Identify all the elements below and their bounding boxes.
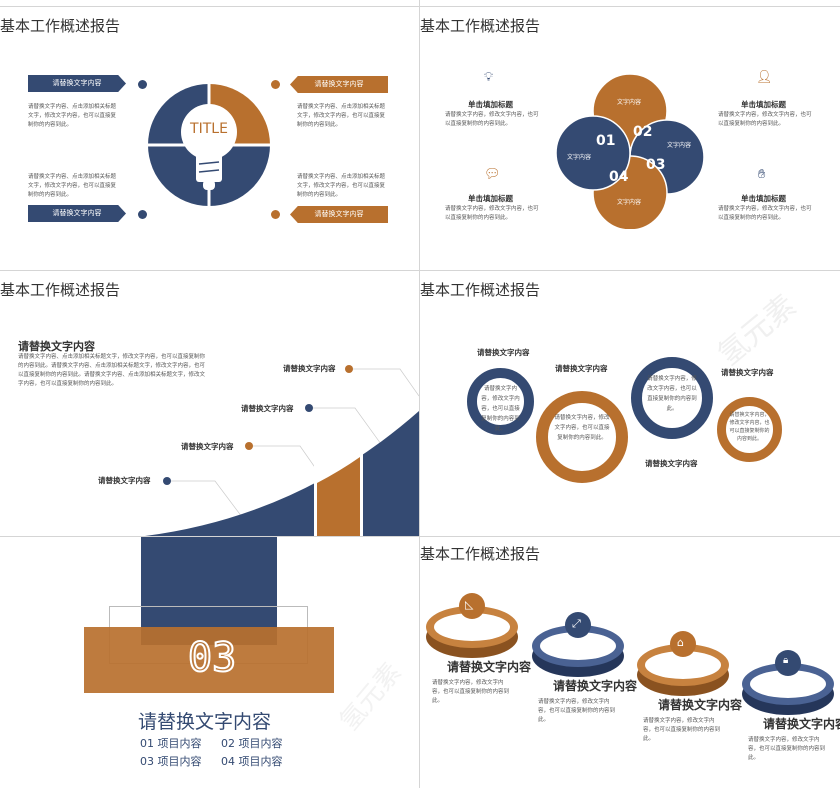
dot (163, 477, 171, 485)
petal-number: 03 (646, 157, 666, 173)
slide-6[interactable]: 基本工作概述报告 ◺ ⤢ ⌂ 🔒︎ 请替换文字内容 请替换文字内容 请替换文字内… (420, 537, 840, 788)
item[interactable]: 04 项目内容 (221, 755, 283, 768)
dot (245, 442, 253, 450)
rings-graphic (426, 593, 834, 715)
banner: 请替换文字内容 (290, 206, 388, 223)
item-title: 单击填加标题 (741, 194, 786, 203)
step-title: 请替换文字内容 (658, 698, 743, 712)
paragraph: 请替换文字内容，修改文字内容，也可以直接复制你的内容到此。 (748, 737, 826, 761)
item-title: 单击填加标题 (468, 100, 513, 109)
dot (138, 210, 147, 219)
slide-2[interactable]: 基本工作概述报告 💡︎ 👤︎ 💬︎ ✋︎ 单击填加标题 单击填加标题 单击填加标… (420, 7, 840, 270)
slide-title: 基本工作概述报告 (0, 281, 121, 299)
center-title: TITLE (190, 121, 228, 137)
paragraph: 请替换文字内容、点击添加相关标题文字，修改文字内容，也可以直接复制你的内容到此。 (297, 174, 386, 198)
slide-1[interactable]: 基本工作概述报告 请替换文字内容 请替换文字内容 请替换文字内容 请替换文字内容… (0, 7, 419, 270)
divider (0, 6, 840, 7)
label: 请替换文字内容 (283, 364, 336, 373)
ruler-triangle-icon: ◺ (465, 598, 474, 611)
item-title: 单击填加标题 (741, 100, 786, 109)
four-petal-graphic (555, 73, 705, 229)
paragraph: 请替换文字内容、点击添加相关标题文字，修改文字内容，也可以直接复制你的内容到此。 (297, 104, 386, 128)
user-add-icon: 👤︎ (756, 70, 773, 85)
orange-block (84, 627, 334, 693)
lock-icon: 🔒︎ (783, 655, 789, 666)
paragraph: 请替换文字内容、点击添加相关标题文字，修改文字内容，也可以直接复制你的内容到此。 (28, 104, 117, 128)
heading: 请替换文字内容 (18, 340, 95, 353)
lightbulb-icon: 💡︎ (484, 70, 494, 85)
petal-label: 文字内容 (567, 154, 592, 161)
section-number: 03 (187, 634, 237, 682)
paragraph: 请替换文字内容，修改文字内容，也可以直接复制你的内容到此。 (538, 699, 616, 723)
paragraph: 请替换文字内容，修改文字内容，也可以直接复制你的内容到此。 (718, 112, 812, 127)
petal-number: 04 (609, 169, 629, 185)
ring: 请替换文字内容，修改文字内容，也可以直接复制你的内容到此。 (631, 357, 713, 439)
divider (0, 270, 840, 271)
slide-title: 基本工作概述报告 (0, 17, 121, 35)
label: 请替换文字内容 (721, 368, 774, 377)
label: 请替换文字内容 (98, 476, 151, 485)
paragraph: 请替换文字内容，修改文字内容，也可以直接复制你的内容到此。 (718, 206, 812, 221)
slide-title: 基本工作概述报告 (420, 281, 541, 299)
dot (345, 365, 353, 373)
item[interactable]: 02 项目内容 (221, 737, 283, 750)
paragraph: 请替换文字内容、点击添加相关标题文字，修改文字内容，也可以直接复制你的内容到此。 (28, 174, 117, 198)
slide-4[interactable]: 基本工作概述报告 氢元素 请替换文字内容 请替换文字内容 请替换文字内容 请替换… (420, 271, 840, 536)
item[interactable]: 03 项目内容 (140, 755, 202, 768)
chat-bubble-icon: 💬︎ (484, 167, 501, 182)
step-title: 请替换文字内容 (553, 679, 638, 693)
paragraph: 请替换文字内容，修改文字内容，也可以直接复制你的内容到此。 (445, 206, 539, 221)
label: 请替换文字内容 (477, 348, 530, 357)
label: 请替换文字内容 (181, 442, 234, 451)
petal-label: 文字内容 (667, 142, 692, 149)
label: 请替换文字内容 (645, 459, 698, 468)
step-title: 请替换文字内容 (763, 717, 840, 731)
petal-label: 文字内容 (617, 199, 642, 206)
expand-icon: ⤢ (572, 617, 581, 630)
ring: 请替换文字内容，修改文字内容，也可以直接复制你的内容到此。 (467, 368, 534, 435)
slide-title: 基本工作概述报告 (420, 545, 541, 563)
banner: 请替换文字内容 (28, 75, 126, 92)
petal-number: 01 (596, 133, 616, 149)
watermark: 氢元素 (334, 657, 408, 737)
dot (305, 404, 313, 412)
ring: 请替换文字内容，修改文字内容，也可以直接复制你的内容到此。 (536, 391, 628, 483)
step-title: 请替换文字内容 (447, 660, 532, 674)
divider (419, 0, 420, 788)
dot (138, 80, 147, 89)
dot (271, 210, 280, 219)
item[interactable]: 01 项目内容 (140, 737, 202, 750)
slide-3[interactable]: 基本工作概述报告 请替换文字内容 请替换文字内容、点击添加相关标题文字，修改文字… (0, 271, 419, 536)
petal-label: 文字内容 (617, 99, 642, 106)
watermark: 氢元素 (711, 288, 803, 374)
divider (0, 536, 840, 537)
item-title: 单击填加标题 (468, 194, 513, 203)
label: 请替换文字内容 (241, 404, 294, 413)
paragraph: 请替换文字内容，修改文字内容，也可以直接复制你的内容到此。 (445, 112, 539, 127)
paragraph: 请替换文字内容、点击添加相关标题文字，修改文字内容，也可以直接复制你的内容到此。… (18, 354, 206, 387)
banner: 请替换文字内容 (28, 205, 126, 222)
label: 请替换文字内容 (555, 364, 608, 373)
paragraph: 请替换文字内容，修改文字内容，也可以直接复制你的内容到此。 (432, 680, 510, 704)
heading: 请替换文字内容 (138, 711, 272, 733)
lightbulb-pie-graphic (148, 84, 270, 206)
banner: 请替换文字内容 (290, 76, 388, 93)
growth-curve-graphic (145, 368, 419, 536)
slide-title: 基本工作概述报告 (420, 17, 541, 35)
paragraph: 请替换文字内容，修改文字内容，也可以直接复制你的内容到此。 (643, 718, 721, 742)
slide-5[interactable]: 03 氢元素 请替换文字内容 01 项目内容 02 项目内容 03 项目内容 0… (0, 537, 419, 788)
dot (271, 80, 280, 89)
hand-icon: ✋︎ (758, 167, 766, 182)
petal-number: 02 (633, 124, 653, 140)
ring: 请替换文字内容，修改文字内容，也可以直接复制你的内容到此。 (717, 397, 782, 462)
home-icon: ⌂ (677, 636, 684, 649)
